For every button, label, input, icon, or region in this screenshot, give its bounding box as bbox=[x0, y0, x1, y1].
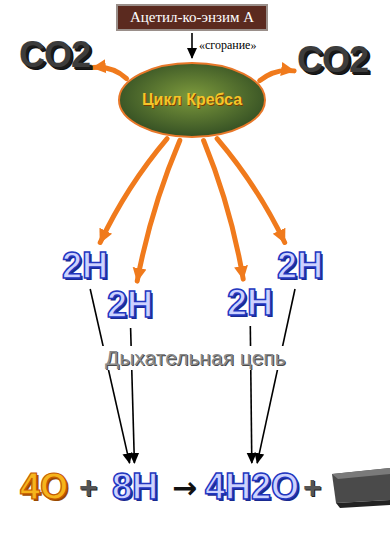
energy-block-shade bbox=[336, 500, 390, 508]
node-text: CO2 bbox=[19, 34, 90, 76]
node-text: 8H bbox=[112, 466, 158, 508]
reaction-arrow-text: → bbox=[172, 470, 197, 505]
chain-title: Дыхательная цепь bbox=[102, 346, 289, 370]
node-text: 2H bbox=[62, 245, 108, 287]
process-note-text: «сгорание» bbox=[199, 38, 256, 53]
co2-product: CO2 bbox=[19, 34, 90, 76]
product-arrow bbox=[93, 67, 127, 78]
oval-shape bbox=[119, 63, 265, 137]
plus-sign: + bbox=[79, 469, 98, 506]
product-arrow bbox=[100, 139, 167, 243]
hydrogen-term: 8H bbox=[110, 466, 160, 508]
node-text: Цикл Кребса bbox=[142, 91, 242, 109]
plus-sign: + bbox=[303, 469, 322, 506]
hydrogen-pair: 2H bbox=[105, 284, 155, 326]
hydrogen-pair: 2H bbox=[275, 245, 325, 287]
energy-block-top bbox=[332, 468, 390, 479]
oxygen-term-text: 4O bbox=[20, 466, 68, 508]
node-text: 4H2O bbox=[205, 466, 299, 508]
reaction-arrow: → bbox=[172, 470, 197, 505]
co2-product: CO2 bbox=[297, 39, 368, 81]
energy-block bbox=[332, 468, 390, 503]
flow-arrow bbox=[191, 33, 193, 58]
node-text: Ацетил-ко-энзим А bbox=[130, 9, 254, 26]
product-arrow bbox=[137, 140, 180, 281]
hydrogen-pair: 2H bbox=[225, 282, 275, 324]
plus-sign-text: + bbox=[79, 469, 98, 506]
process-note: «сгорание» bbox=[199, 38, 256, 53]
product-arrow bbox=[217, 139, 285, 243]
krebs-cycle-oval: Цикл Кребса bbox=[117, 61, 267, 139]
node-text: 2H bbox=[277, 245, 323, 287]
hydrogen-pair: 2H bbox=[60, 245, 110, 287]
oxygen-term: 4O bbox=[20, 466, 68, 508]
node-text: CO2 bbox=[297, 39, 368, 81]
node-text: 2H bbox=[107, 284, 153, 326]
node-text: 2H bbox=[227, 282, 273, 324]
product-arrow bbox=[260, 70, 294, 80]
chain-title-text: Дыхательная цепь bbox=[105, 346, 286, 370]
water-term: 4H2O bbox=[203, 466, 301, 508]
plus-sign-text: + bbox=[303, 469, 322, 506]
substrate-box: Ацетил-ко-энзим А bbox=[116, 4, 268, 31]
